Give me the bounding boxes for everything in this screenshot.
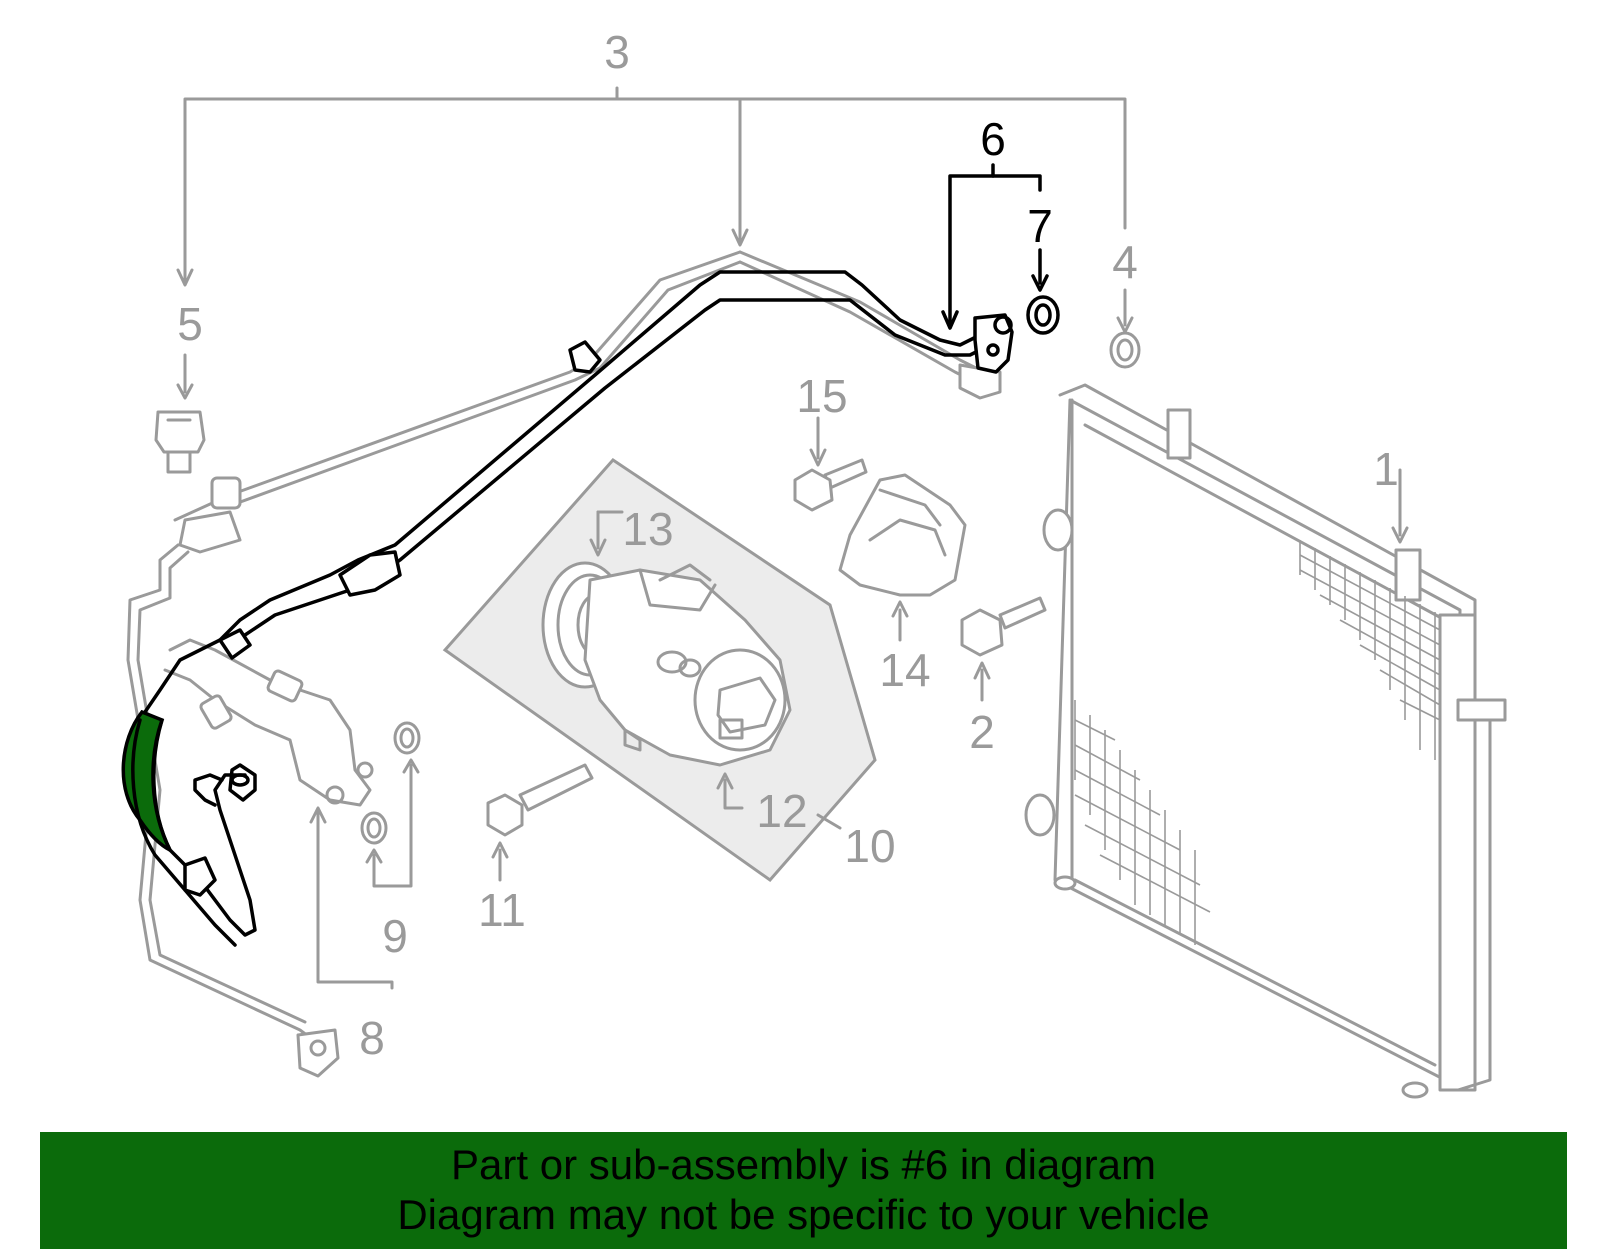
compressor-assembly-part-10 <box>442 458 877 883</box>
o-ring-part-7 <box>1026 295 1060 335</box>
condenser-part-1 <box>1024 383 1507 1099</box>
callout-8: 8 <box>359 1012 385 1064</box>
callout-11: 11 <box>478 884 526 936</box>
callout-3: 3 <box>604 26 630 78</box>
bracket-part-14 <box>838 473 967 642</box>
callout-1: 1 <box>1373 443 1399 495</box>
callout-6-7-leader <box>941 163 1049 330</box>
condenser-fins <box>1074 540 1441 945</box>
callout-8-leader <box>309 806 394 990</box>
bolt-part-11 <box>486 763 594 882</box>
o-ring-part-4 <box>1109 288 1141 369</box>
callout-5: 5 <box>177 298 203 350</box>
callout-3-leader <box>176 86 1127 287</box>
banner-line-part: Part or sub-assembly is #6 in diagram <box>451 1141 1156 1188</box>
callout-7: 7 <box>1027 200 1053 252</box>
pressure-switch-part-5 <box>154 353 206 474</box>
callout-10: 10 <box>844 820 895 872</box>
banner-line-disclaimer: Diagram may not be specific to your vehi… <box>397 1191 1210 1238</box>
callout-12: 12 <box>756 785 807 837</box>
callout-9: 9 <box>382 910 408 962</box>
callout-4: 4 <box>1112 236 1138 288</box>
pipe-part-6 <box>131 270 1014 947</box>
bolt-part-2 <box>960 596 1047 702</box>
callout-13: 13 <box>622 503 673 555</box>
info-banner: Part or sub-assembly is #6 in diagram Di… <box>40 1132 1567 1249</box>
callout-2: 2 <box>969 706 995 758</box>
callout-6: 6 <box>980 113 1006 165</box>
callout-labels: 1 2 3 4 5 6 7 8 9 10 11 12 13 14 15 <box>177 26 1399 1064</box>
callout-14: 14 <box>879 644 930 696</box>
o-rings-part-9 <box>360 721 421 888</box>
callout-15: 15 <box>796 370 847 422</box>
bolt-part-15 <box>793 416 868 512</box>
